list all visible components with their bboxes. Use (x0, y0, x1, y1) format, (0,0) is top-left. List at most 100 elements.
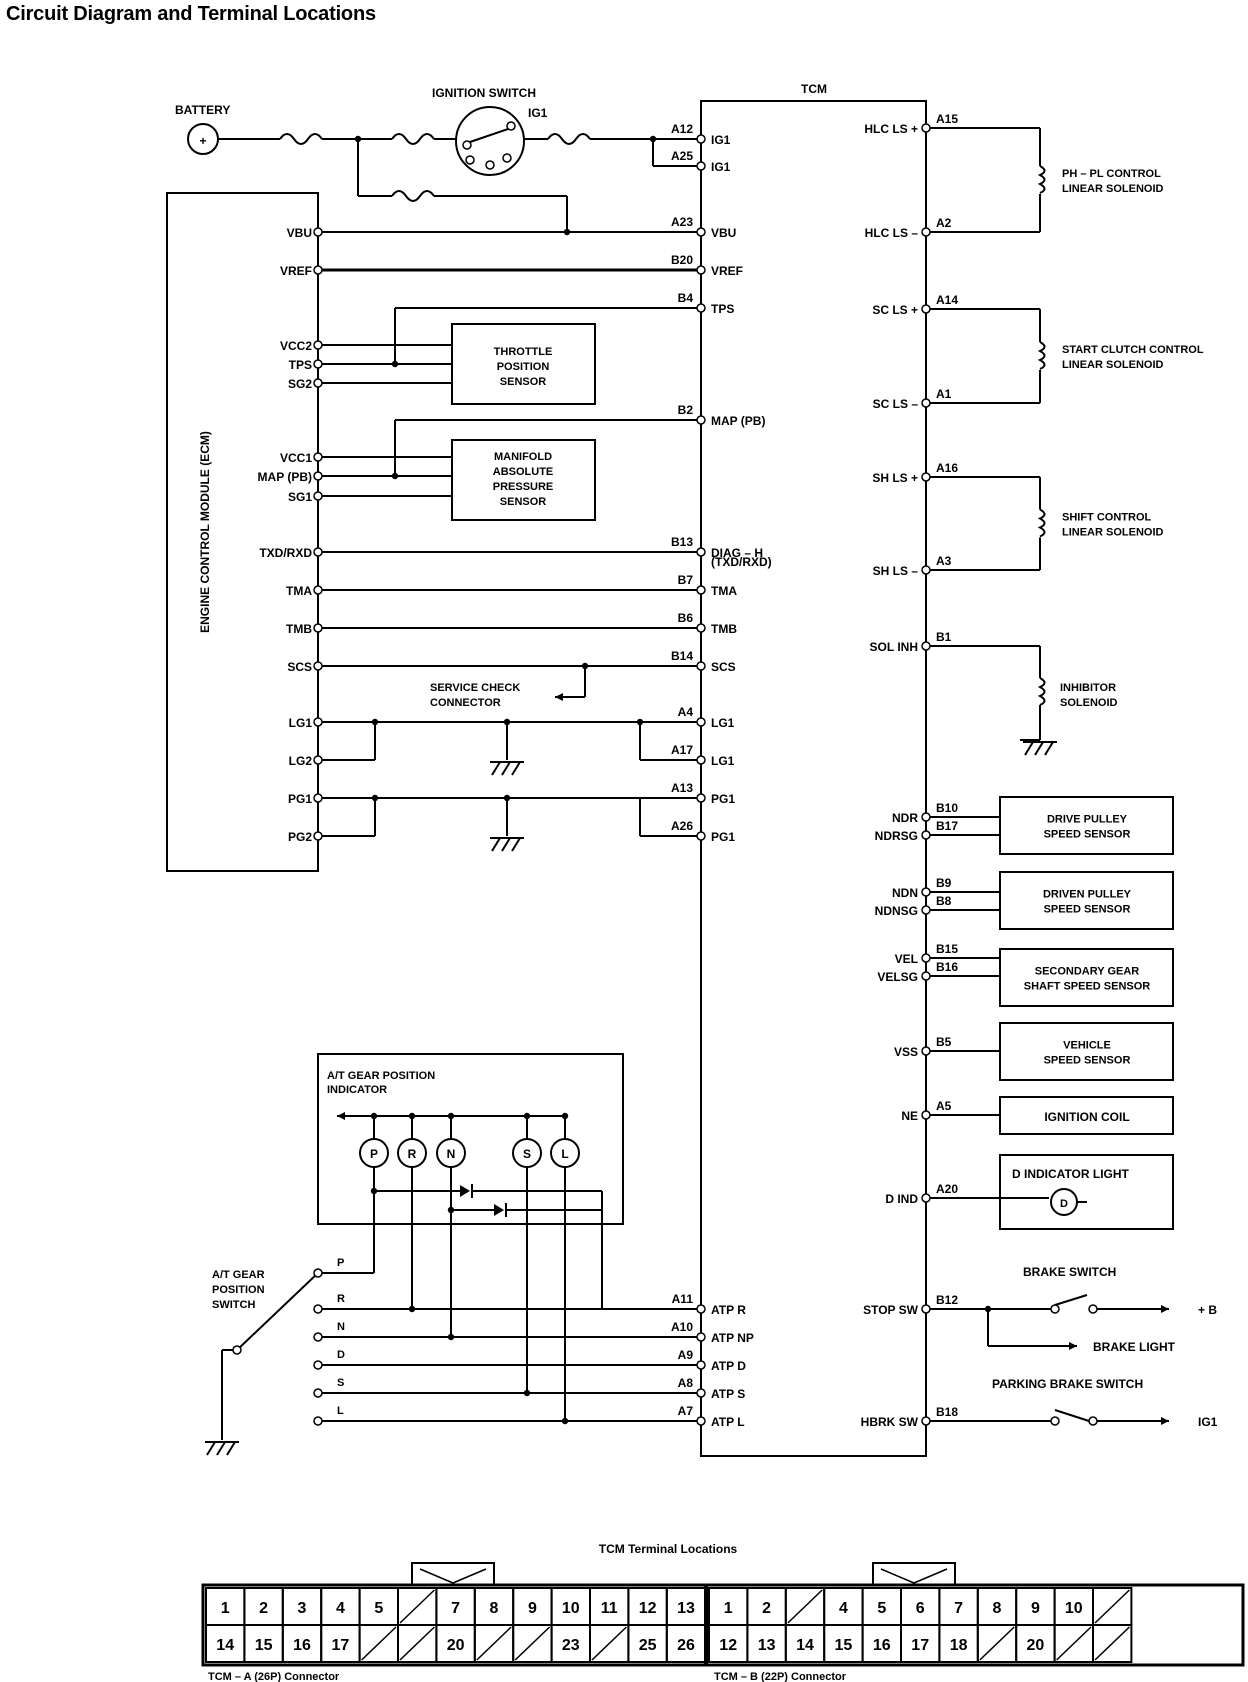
connector-pin-number: 15 (835, 1637, 853, 1654)
connector-pin-number: 23 (562, 1637, 580, 1654)
tcm-terminal-name: IG1 (711, 133, 731, 147)
junction-dot (391, 472, 399, 480)
indicator-label: INDICATOR (327, 1084, 387, 1096)
tcm-right-number: A20 (936, 1182, 958, 1196)
connector-cell (1092, 1624, 1133, 1663)
vss-label: VEHICLE (1063, 1040, 1111, 1052)
connector-pin-number: 17 (911, 1637, 929, 1654)
secondary-gear-label: SHAFT SPEED SENSOR (1024, 981, 1151, 993)
terminal-dot (313, 471, 323, 481)
tcm-right-number: B5 (936, 1035, 952, 1049)
vss-box (999, 1022, 1174, 1081)
junction-dot (371, 718, 379, 726)
tcm-right-number: A14 (936, 293, 958, 307)
tcm-right-name: SOL INH (870, 640, 918, 654)
sc-solenoid-label: START CLUTCH CONTROL (1062, 344, 1204, 356)
d-indicator-label: D INDICATOR LIGHT (1012, 1167, 1130, 1181)
tcm-right-number: B17 (936, 819, 958, 833)
tcm-right-name: SC LS – (873, 397, 919, 411)
empty-cell-slash (1094, 1589, 1130, 1624)
tcm-terminal-number: A9 (678, 1348, 694, 1362)
terminal-dot (696, 227, 706, 237)
tcm-right-number: B15 (936, 942, 958, 956)
connector-pin-number: 1 (221, 1600, 230, 1617)
tcm-right-number: A15 (936, 112, 958, 126)
connector-pin-number: 1 (724, 1600, 733, 1617)
connector-pin-number: 7 (954, 1600, 963, 1617)
terminal-dot (313, 452, 323, 462)
switch-position-letter: L (337, 1405, 344, 1417)
ground-hatch (1034, 741, 1044, 756)
gear-lamp-letter: L (561, 1147, 568, 1161)
arrow (1069, 1342, 1077, 1350)
ig1-output-label: IG1 (1198, 1415, 1218, 1429)
sc-solenoid-label: LINEAR SOLENOID (1062, 359, 1164, 371)
ig1-label: IG1 (528, 106, 548, 120)
driven-pulley-label: DRIVEN PULLEY (1043, 889, 1132, 901)
junction-dot (447, 1112, 455, 1120)
parking-switch-label: PARKING BRAKE SWITCH (992, 1377, 1143, 1391)
switch-position-letter: R (337, 1293, 345, 1305)
tcm-terminal-name: MAP (PB) (711, 414, 765, 428)
ground-hatch (501, 761, 511, 776)
service-check-label: CONNECTOR (430, 697, 501, 709)
throttle-label: THROTTLE (494, 346, 553, 358)
terminal-dot (921, 953, 931, 963)
terminal-dot (921, 1110, 931, 1120)
ecm-pin-label: VCC2 (280, 339, 312, 353)
tcm-terminal-number: A8 (678, 1376, 694, 1390)
ecm-pin-label: SG2 (288, 377, 312, 391)
tcm-terminal-name: SCS (711, 660, 736, 674)
junction-dot (370, 1187, 378, 1195)
junction-dot (503, 718, 511, 726)
tcm-terminal-name: PG1 (711, 792, 735, 806)
connector-pin-number: 4 (839, 1600, 848, 1617)
terminal-dot (696, 1388, 706, 1398)
connector-pin-number: 17 (332, 1637, 350, 1654)
coil-symbol (1037, 677, 1046, 706)
ignition-coil-box (999, 1096, 1174, 1135)
connector-a-label: TCM – A (26P) Connector (208, 1671, 340, 1682)
ecm-pin-label: VBU (287, 226, 312, 240)
connector-pin-number: 2 (259, 1600, 268, 1617)
map-sensor-box (451, 439, 596, 521)
switch-position-letter: S (337, 1377, 344, 1389)
terminal-dot (313, 793, 323, 803)
tcm-right-name: VSS (894, 1045, 918, 1059)
tcm-right-name: NDNSG (875, 904, 918, 918)
connector-pin-number: 9 (528, 1600, 537, 1617)
inhibitor-label: INHIBITOR (1060, 682, 1116, 694)
fuse-symbol (279, 133, 323, 145)
coil-symbol (1037, 508, 1046, 538)
fuse-symbol (391, 190, 435, 202)
tcm-terminal-number: B7 (678, 573, 694, 587)
tcm-terminal-name: ATP R (711, 1303, 746, 1317)
terminal-dot (921, 123, 931, 133)
tcm-terminal-name: PG1 (711, 830, 735, 844)
tcm-terminal-number: A7 (678, 1404, 694, 1418)
tcm-right-name: VELSG (877, 970, 918, 984)
empty-cell-slash (399, 1626, 435, 1661)
ground-hatch (511, 761, 521, 776)
connector-pin-number: 7 (451, 1600, 460, 1617)
map-sensor-label: SENSOR (500, 496, 547, 508)
tcm-terminal-name: VBU (711, 226, 736, 240)
wire (466, 127, 512, 144)
tcm-right-number: B12 (936, 1293, 958, 1307)
terminal-dot (696, 831, 706, 841)
terminal-dot (921, 887, 931, 897)
ignition-switch-label: IGNITION SWITCH (432, 86, 536, 100)
junction-dot (408, 1305, 416, 1313)
ecm-pin-label: TMA (286, 584, 312, 598)
gear-lamp-letter: P (370, 1147, 378, 1161)
ecm-pin-label: VREF (280, 264, 312, 278)
terminal-dot (465, 155, 475, 165)
terminal-dot (506, 121, 516, 131)
terminal-dot (313, 1332, 323, 1342)
terminal-dot (313, 1416, 323, 1426)
empty-cell-slash (476, 1626, 512, 1661)
drive-pulley-box (999, 796, 1174, 855)
ground-hatch (1044, 741, 1054, 756)
terminal-dot (313, 661, 323, 671)
tcm-right-name: NDRSG (875, 829, 918, 843)
